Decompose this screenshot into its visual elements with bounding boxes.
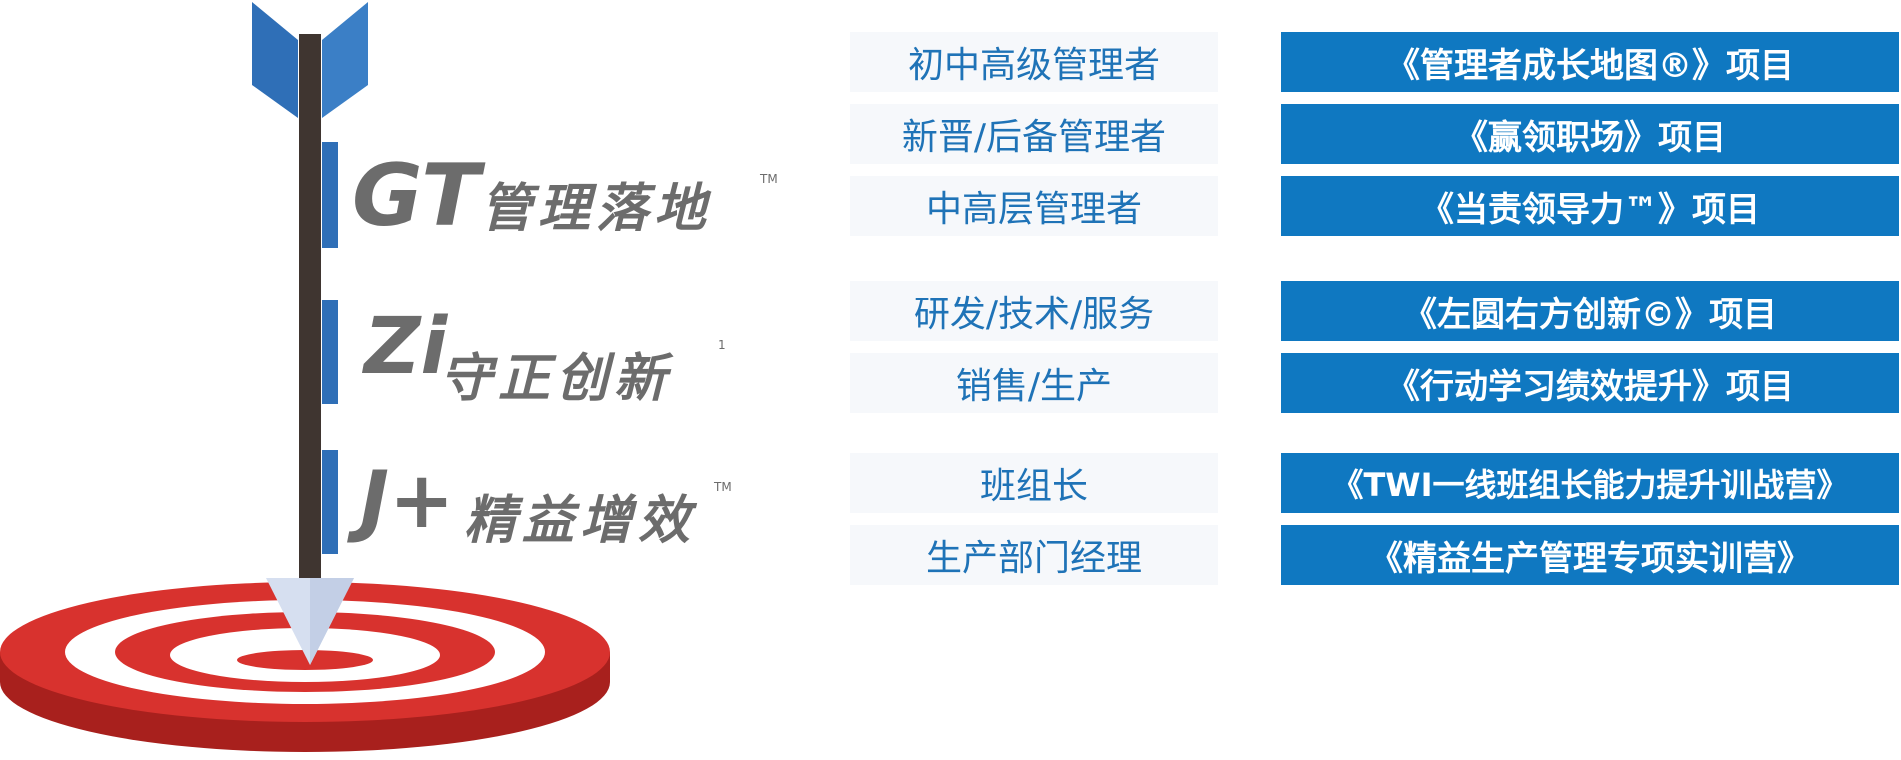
target-bullseye: [237, 650, 373, 670]
arrow-fletching-left: [252, 2, 298, 118]
brand-bar: [322, 450, 338, 554]
jplus-logo-icon: J+: [360, 456, 455, 546]
trademark-mark: TM: [760, 172, 778, 186]
program-box: 《赢领职场》项目: [1281, 104, 1899, 164]
audience-label: 研发/技术/服务: [850, 281, 1218, 341]
program-box: 《左圆右方创新©》项目: [1281, 281, 1899, 341]
brand-name: 守正创新: [440, 349, 673, 409]
brand-bar: [322, 142, 338, 248]
program-box: 《行动学习绩效提升》项目: [1281, 353, 1899, 413]
brand-gt: GT 管理落地 TM: [322, 142, 792, 248]
audience-label: 初中高级管理者: [850, 32, 1218, 92]
brand-jplus: J+ 精益增效 TM: [322, 450, 742, 554]
audience-label: 中高层管理者: [850, 176, 1218, 236]
program-box: 《管理者成长地图®》项目: [1281, 32, 1899, 92]
audience-label: 生产部门经理: [850, 525, 1218, 585]
audience-label: 新晋/后备管理者: [850, 104, 1218, 164]
arrow-shaft: [299, 34, 321, 594]
program-box: 《当责领导力™》项目: [1281, 176, 1899, 236]
trademark-mark: 1: [718, 338, 726, 352]
program-box: 《TWI一线班组长能力提升训战营》: [1281, 453, 1899, 513]
program-box: 《精益生产管理专项实训营》: [1281, 525, 1899, 585]
brand-zi: Zi 守正创新 1: [322, 300, 742, 409]
audience-label: 班组长: [850, 453, 1218, 513]
brand-name: 精益增效: [464, 491, 697, 551]
arrow-fletching-right: [322, 2, 368, 118]
trademark-mark: TM: [714, 480, 732, 494]
arrow-target-graphic: [0, 2, 610, 752]
brand-bar: [322, 300, 338, 404]
audience-label: 销售/生产: [850, 353, 1218, 413]
zi-logo-icon: Zi: [364, 302, 448, 392]
brand-name: 管理落地: [480, 179, 713, 239]
gt-logo-icon: GT: [352, 146, 480, 246]
